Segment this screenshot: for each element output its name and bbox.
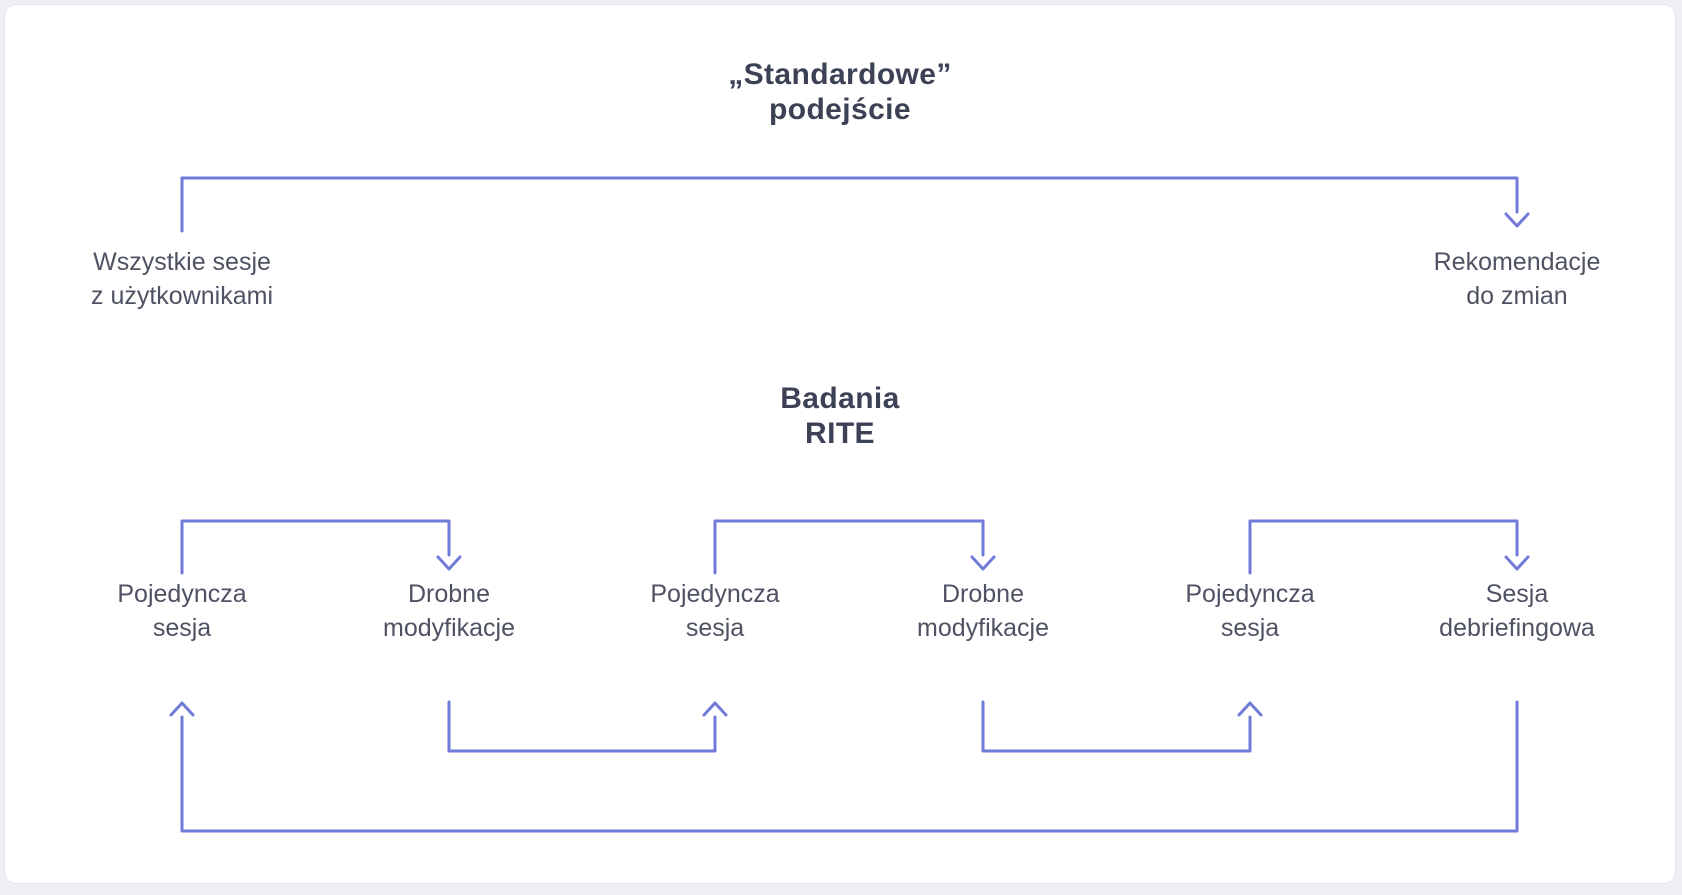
rite-section-title-line2: RITE <box>805 417 875 450</box>
rite-loop-connector-line <box>180 700 1519 833</box>
rite-top-connector-3-arrowhead-down <box>1504 555 1530 571</box>
diagram-card: „Standardowe” podejście Wszystkie sesje … <box>4 4 1676 884</box>
rite-node-single-session-1: Pojedyncza sesja <box>117 577 246 645</box>
rite-node-label-line2: modyfikacje <box>383 614 515 642</box>
connector-lines <box>169 176 1530 833</box>
standard-section-title-line2: podejście <box>769 93 911 126</box>
standard-connector-line <box>180 176 1519 233</box>
rite-bottom-connector-1-arrowhead-up <box>702 701 728 717</box>
standard-end-label: Rekomendacje do zmian <box>1434 245 1601 313</box>
rite-node-label-line1: Pojedyncza <box>117 580 247 608</box>
standard-start-label-line2: z użytkownikami <box>91 282 273 310</box>
rite-node-minor-modifications-1: Drobne modyfikacje <box>383 577 515 645</box>
rite-loop-connector-arrowhead-up <box>169 701 195 717</box>
rite-node-label-line2: sesja <box>152 614 212 642</box>
rite-node-label-line2: sesja <box>685 614 745 642</box>
rite-node-label-line1: Drobne <box>408 580 490 608</box>
standard-start-label: Wszystkie sesje z użytkownikami <box>91 245 273 313</box>
standard-connector-arrowhead-down <box>1504 212 1530 228</box>
standard-start-label-line1: Wszystkie sesje <box>93 248 271 276</box>
standard-section-title-line1: „Standardowe” <box>728 58 952 91</box>
rite-node-single-session-3: Pojedyncza sesja <box>1185 577 1314 645</box>
rite-top-connector-2-arrowhead-down <box>970 555 996 571</box>
standard-end-label-line1: Rekomendacje <box>1433 248 1601 276</box>
rite-node-single-session-2: Pojedyncza sesja <box>650 577 779 645</box>
rite-node-label-line1: Pojedyncza <box>650 580 780 608</box>
rite-node-label-line2: debriefingowa <box>1439 614 1595 642</box>
rite-node-label-line2: modyfikacje <box>917 614 1049 642</box>
rite-node-label-line1: Drobne <box>942 580 1024 608</box>
rite-node-minor-modifications-2: Drobne modyfikacje <box>917 577 1049 645</box>
rite-section-title: Badania RITE <box>5 381 1675 451</box>
rite-top-connector-3-line <box>1248 519 1519 575</box>
rite-node-label-line1: Pojedyncza <box>1185 580 1315 608</box>
standard-section-title: „Standardowe” podejście <box>5 57 1675 127</box>
rite-top-connector-1-line <box>180 519 451 575</box>
rite-node-debriefing-session: Sesja debriefingowa <box>1439 577 1595 645</box>
standard-end-label-line2: do zmian <box>1466 282 1568 310</box>
rite-bottom-connector-2-line <box>981 700 1252 753</box>
rite-node-label-line2: sesja <box>1220 614 1280 642</box>
rite-bottom-connector-2-arrowhead-up <box>1237 701 1263 717</box>
rite-section-title-line1: Badania <box>780 382 900 415</box>
connector-layer <box>169 176 1530 833</box>
rite-node-label-line1: Sesja <box>1485 580 1549 608</box>
rite-bottom-connector-1-line <box>447 700 717 753</box>
rite-top-connector-1-arrowhead-down <box>436 555 462 571</box>
rite-top-connector-2-line <box>713 519 985 575</box>
